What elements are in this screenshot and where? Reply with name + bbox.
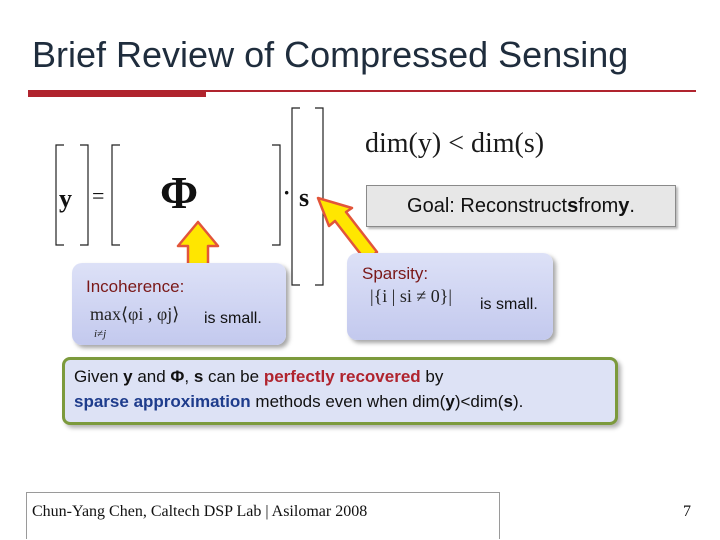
result-s: s <box>503 392 513 411</box>
sparsity-suffix: is small. <box>480 296 538 313</box>
goal-s: s <box>567 194 579 217</box>
goal-prefix: Goal: Reconstruct <box>407 194 568 217</box>
phi-matrix-symbol: Φ <box>160 167 198 218</box>
result-y: y <box>123 367 133 386</box>
sparsity-formula: |{i | si ≠ 0}| <box>370 286 452 306</box>
result-line-1: Given y and Φ, s can be perfectly recove… <box>74 367 443 387</box>
result-text: by <box>420 367 444 386</box>
result-text: ). <box>512 392 524 411</box>
result-box <box>62 357 618 425</box>
sparse-highlight: sparse <box>74 392 129 411</box>
footer-frame <box>26 492 500 539</box>
dimension-condition: dim(y) < dim(s) <box>365 128 545 159</box>
incoherence-subscript: i≠j <box>94 328 107 340</box>
result-text: Given <box>74 367 124 386</box>
sparsity-label: Sparsity: <box>362 264 429 283</box>
result-text: , <box>184 367 194 386</box>
result-text: methods even when dim( <box>250 392 446 411</box>
y-bracket-left <box>55 144 64 246</box>
result-line-2: sparse approximation methods even when d… <box>74 392 523 412</box>
result-text: )<dim( <box>454 392 504 411</box>
footer-credit: Chun-Yang Chen, Caltech DSP Lab | Asilom… <box>32 503 368 520</box>
result-y: y <box>445 392 455 411</box>
matrix-bracket-right <box>272 144 281 246</box>
multiply-dot: · <box>283 180 290 205</box>
goal-suffix: . <box>629 194 635 217</box>
sparsity-panel <box>347 253 553 340</box>
goal-y: y <box>618 194 630 217</box>
goal-box: Goal: Reconstruct s from y . <box>366 185 676 227</box>
y-bracket-right <box>80 144 89 246</box>
incoherence-label: Incoherence: <box>86 277 185 296</box>
result-s: s <box>193 367 204 386</box>
s-bracket-left <box>291 107 300 286</box>
equals-sign: = <box>92 183 104 208</box>
title-underline-accent <box>28 90 206 97</box>
matrix-bracket-left <box>111 144 120 246</box>
incoherence-panel <box>72 263 286 345</box>
result-text: and <box>132 367 171 386</box>
title-underline <box>28 90 696 92</box>
approximation-highlight: approximation <box>133 392 251 411</box>
s-bracket-right <box>315 107 324 286</box>
y-vector-symbol: y <box>59 184 72 213</box>
goal-middle: from <box>578 194 619 217</box>
perfectly-recovered-highlight: perfectly recovered <box>263 367 421 386</box>
slide-title: Brief Review of Compressed Sensing <box>32 34 629 75</box>
s-vector-symbol: s <box>299 183 309 212</box>
result-text: can be <box>203 367 264 386</box>
page-number: 7 <box>683 503 691 520</box>
incoherence-suffix: is small. <box>204 310 262 327</box>
incoherence-formula: max⟨φi , φj⟩ <box>90 304 180 324</box>
result-phi: Φ <box>170 367 185 386</box>
